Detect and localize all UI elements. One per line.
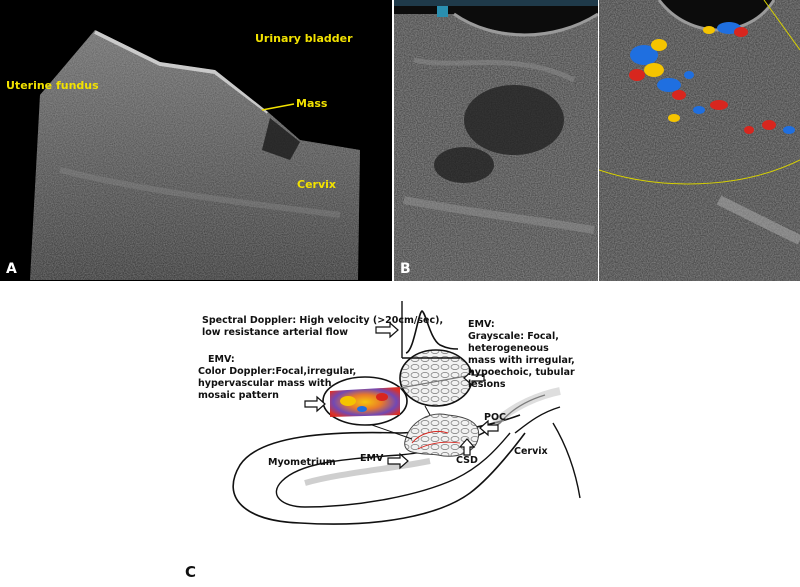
svg-text:hypoechoic, tubular: hypoechoic, tubular [468, 367, 575, 378]
spectral-doppler-label-line2: low resistance arterial flow [202, 327, 348, 338]
arrow-to-color-circle [304, 395, 326, 413]
label-myometrium: Myometrium [268, 457, 336, 468]
svg-text:Grayscale: Focal,: Grayscale: Focal, [468, 331, 559, 342]
svg-text:heterogeneous: heterogeneous [468, 343, 549, 354]
label-emv: EMV [360, 453, 384, 464]
ultrasound-image-b-grayscale: B [394, 0, 598, 281]
magnified-color-doppler-circle [322, 376, 408, 426]
doppler-color-signal [629, 22, 795, 134]
magnified-grayscale-circle [399, 349, 473, 407]
emv-mass [404, 413, 480, 457]
spectral-doppler-waveform [401, 301, 460, 359]
svg-text:Color Doppler:Focal,irregular,: Color Doppler:Focal,irregular, [198, 366, 356, 377]
arrow-to-csd [458, 438, 476, 456]
label-uterine-fundus: Uterine fundus [6, 79, 99, 92]
svg-text:EMV:: EMV: [208, 354, 235, 365]
svg-text:mosaic pattern: mosaic pattern [198, 390, 279, 401]
label-mass: Mass [296, 97, 328, 110]
emv-color-doppler-label: EMV: Color Doppler:Focal,irregular, hype… [198, 354, 356, 401]
schematic-diagram-panel-c: Spectral Doppler: High velocity (>20cm/s… [0, 283, 800, 587]
arrow-to-waveform [375, 321, 399, 339]
label-poc: POC [484, 412, 506, 423]
panel-letter-c: C [185, 563, 196, 581]
panel-letter-b: B [400, 261, 411, 277]
svg-text:EMV:: EMV: [468, 319, 495, 330]
svg-text:lesions: lesions [468, 379, 506, 390]
ultrasound-image-a: Urinary bladder Uterine fundus Mass Cerv… [0, 0, 392, 281]
schematic-diagram: Spectral Doppler: High velocity (>20cm/s… [185, 301, 581, 581]
annotation-arrows [304, 321, 499, 470]
arrow-to-grayscale-circle [463, 369, 485, 387]
probe-marker-icon [437, 6, 448, 17]
panel-letter-a: A [6, 261, 17, 277]
svg-text:hypervascular mass with: hypervascular mass with [198, 378, 332, 389]
label-csd: CSD [456, 455, 478, 466]
arrow-to-poc [479, 419, 499, 437]
ultrasound-image-b-color-doppler [599, 0, 800, 281]
label-cervix: Cervix [297, 178, 336, 191]
label-cervix-schematic: Cervix [514, 446, 548, 457]
arrow-to-emv [387, 452, 409, 470]
ultrasound-panel-a: Urinary bladder Uterine fundus Mass Cerv… [0, 0, 392, 281]
mass-pointer-line [261, 103, 295, 111]
ultrasound-panel-b-grayscale: B [394, 0, 598, 281]
label-urinary-bladder: Urinary bladder [255, 32, 353, 45]
ultrasound-panel-b-color-doppler [599, 0, 800, 281]
svg-text:mass with irregular,: mass with irregular, [468, 355, 575, 366]
spectral-doppler-label-line1: Spectral Doppler: High velocity (>20cm/s… [202, 315, 443, 326]
emv-grayscale-label: EMV: Grayscale: Focal, heterogeneous mas… [468, 319, 575, 390]
